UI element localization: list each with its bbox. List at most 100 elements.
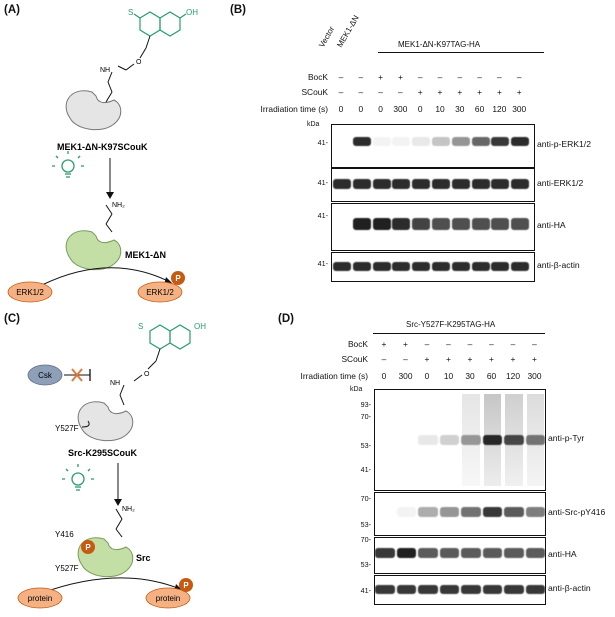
condition-cell: 0 <box>378 104 383 114</box>
condition-cell: 30 <box>455 104 465 114</box>
condition-cell: – <box>338 87 344 97</box>
condition-cell: 60 <box>486 371 497 381</box>
blot-band <box>392 262 411 271</box>
blot-band <box>418 548 438 558</box>
mw-marker: 41- <box>317 178 328 187</box>
phospho-icon-y416 <box>81 540 95 554</box>
csk-label: Csk <box>38 371 53 380</box>
coumarin-cage-icon <box>133 11 187 37</box>
condition-cell: + <box>417 87 423 97</box>
blot-band <box>504 507 524 517</box>
blot-band <box>375 548 395 558</box>
blot-band <box>372 137 391 146</box>
active-src-label: Src <box>136 553 151 563</box>
blot-band <box>396 507 417 517</box>
blot-band <box>525 507 545 517</box>
linker-o-label: O <box>136 59 142 66</box>
blot-band <box>392 218 411 230</box>
condition-cell: – <box>403 354 408 364</box>
blot-band <box>451 218 470 230</box>
row-label-scouk-d: SCouK <box>341 354 368 364</box>
panel-label-b: (B) <box>230 4 246 16</box>
caged-kinase-label: MEK1-ΔN-K97SCouK <box>57 142 148 152</box>
svg-text:protein: protein <box>156 594 180 603</box>
active-kinase-label: MEK1-ΔN <box>125 250 166 260</box>
blot-band <box>396 548 417 558</box>
row-label-bock-d: BocK <box>347 339 368 349</box>
panel-label-c: (C) <box>4 313 20 325</box>
condition-cell: – <box>424 339 430 349</box>
condition-cell: + <box>467 354 473 364</box>
row-label-bock: BocK <box>307 72 328 82</box>
mw-marker: 70- <box>360 535 371 544</box>
y527f-label-active: Y527F <box>55 564 79 573</box>
mw-marker: 70- <box>360 412 371 421</box>
blot-strip <box>374 575 546 605</box>
row-label-irradiation: Irradiation time (s) <box>260 104 328 114</box>
condition-cell: – <box>467 339 473 349</box>
svg-text:P: P <box>183 581 189 590</box>
svg-text:NH₂: NH₂ <box>122 506 135 513</box>
antibody-label: anti-β-actin <box>548 583 591 593</box>
antibody-label: anti-HA <box>537 220 566 230</box>
blot-smear <box>505 394 523 486</box>
blot-band <box>511 218 530 230</box>
blot-band <box>352 137 371 146</box>
antibody-label: anti-β-actin <box>537 260 580 270</box>
blot-band <box>372 262 391 271</box>
header-group-d: Src-Y527F-K295TAG-HA <box>406 320 496 329</box>
antibody-label: anti-ERK1/2 <box>537 178 584 188</box>
blot-band <box>491 218 510 230</box>
blot-band <box>412 179 431 189</box>
svg-text:P: P <box>175 274 181 283</box>
mw-marker: 53- <box>360 560 371 569</box>
mw-marker: 41- <box>317 138 328 147</box>
blot-band <box>504 548 524 558</box>
blot-strip <box>374 537 546 574</box>
condition-cell: + <box>378 72 384 82</box>
condition-cell: – <box>398 87 403 97</box>
protein-substrate-shape <box>17 587 63 609</box>
blot-band <box>461 507 481 517</box>
blot-band <box>461 585 481 594</box>
light-bulb-icon-c <box>62 464 94 491</box>
blot-band <box>491 137 510 146</box>
condition-cell: + <box>496 87 502 97</box>
mw-marker: 53- <box>360 441 371 450</box>
mw-marker: 41- <box>317 211 328 220</box>
blot-band <box>392 179 411 189</box>
blot-band <box>511 137 530 146</box>
blot-band <box>352 262 371 271</box>
mw-marker: 53- <box>360 520 371 529</box>
condition-cell: – <box>358 72 364 82</box>
csk-shape <box>27 364 63 386</box>
antibody-label: anti-p-ERK1/2 <box>537 139 591 149</box>
mw-marker: 41- <box>317 259 328 268</box>
blot-band <box>412 137 431 146</box>
blot-band <box>471 262 490 271</box>
condition-cell: 30 <box>465 371 475 381</box>
antibody-label: anti-p-Tyr <box>548 433 585 443</box>
blot-smear <box>526 394 545 486</box>
condition-cell: + <box>446 354 451 364</box>
condition-cell: 300 <box>512 104 527 114</box>
condition-cell: 0 <box>424 371 430 381</box>
header-group-b: MEK1-ΔN-K97TAG-HA <box>398 40 481 49</box>
blot-band <box>471 179 490 189</box>
linker-nh-label: NH <box>100 67 110 74</box>
header-vector: Vector <box>317 24 337 49</box>
svg-text:protein: protein <box>28 594 52 603</box>
blot-band <box>375 585 395 594</box>
erk-substrate-label: ERK1/2 <box>16 288 44 297</box>
condition-cell: – <box>497 72 502 82</box>
blot-band <box>482 548 503 558</box>
condition-cell: + <box>489 354 494 364</box>
mw-marker: 41- <box>360 586 371 595</box>
condition-cell: + <box>477 87 483 97</box>
blot-band <box>439 435 460 445</box>
blot-band <box>439 548 460 558</box>
blot-band <box>352 218 371 230</box>
antibody-label: anti-HA <box>548 548 577 559</box>
caged-src-shape <box>77 401 134 442</box>
blot-band <box>451 262 470 271</box>
